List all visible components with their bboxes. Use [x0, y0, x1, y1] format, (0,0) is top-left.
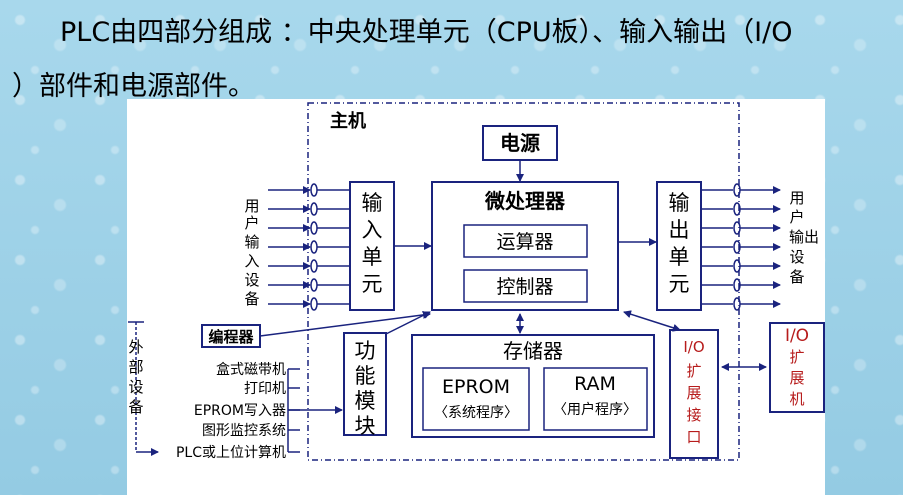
cpu-label: 微处理器	[484, 189, 566, 213]
controller-box	[463, 269, 588, 303]
user-input-char: 输	[244, 233, 259, 251]
input-lines	[268, 183, 349, 311]
function-module-char: 能	[355, 364, 376, 388]
ram-sub-label: 〈用户程序〉	[553, 401, 637, 418]
io-interface-char: 口	[686, 428, 701, 446]
heading-line-2: ）部件和电源部件。	[12, 71, 255, 102]
input-unit-char: 单	[362, 245, 383, 269]
function-module-char: 模	[355, 389, 376, 413]
peripheral-label: 图形监控系统	[202, 423, 286, 439]
io-ext-char: 机	[789, 390, 804, 408]
peripheral-label: EPROM写入器	[194, 403, 286, 419]
function-module-char: 功	[355, 339, 376, 363]
output-unit-char: 单	[669, 245, 690, 269]
io-ext-char: 展	[789, 369, 804, 387]
ram-box	[543, 367, 648, 431]
external-device-char: 设	[128, 378, 143, 396]
user-output-char: 户	[789, 208, 804, 226]
output-unit-char: 元	[669, 272, 690, 296]
user-input-char: 设	[244, 271, 259, 289]
alu-box	[463, 224, 588, 258]
peripheral-label: 盒式磁带机	[216, 361, 286, 378]
power-label: 电源	[500, 131, 540, 155]
external-device-char: 备	[128, 398, 143, 416]
host-boundary	[307, 102, 740, 461]
user-output-char: 用	[789, 189, 804, 207]
function-module-char: 块	[355, 414, 376, 438]
diagram-panel	[127, 99, 825, 495]
function-module-box	[343, 332, 387, 436]
memory-label: 存储器	[503, 339, 563, 363]
output-unit-box	[656, 181, 702, 311]
alu-label: 运算器	[496, 231, 553, 253]
peripheral-label: 打印机	[244, 380, 286, 397]
output-unit-char: 输	[669, 191, 690, 215]
ram-label: RAM	[574, 373, 616, 395]
user-output-char: 输出	[789, 228, 819, 246]
output-unit-char: 出	[669, 218, 690, 242]
user-input-char: 用	[244, 197, 259, 215]
user-input-char: 备	[244, 290, 259, 308]
io-interface-char: 展	[686, 384, 701, 402]
user-input-char: 入	[244, 252, 259, 270]
heading-line-1: PLC由四部分组成 ：中央处理单元（CPU板）、输入输出（I/O	[60, 17, 793, 48]
input-unit-char: 入	[362, 218, 383, 242]
cpu-box	[431, 181, 619, 311]
input-unit-char: 输	[362, 191, 383, 215]
peripheral-label: PLC或上位计算机	[176, 445, 286, 461]
user-output-char: 设	[789, 248, 804, 266]
external-device-char: 部	[128, 358, 143, 376]
io-interface-char: 扩	[686, 362, 701, 380]
programmer-label: 编程器	[208, 328, 254, 346]
input-unit-char: 元	[362, 272, 383, 296]
user-input-char: 户	[244, 214, 259, 232]
io-ext-char: I/O	[785, 326, 809, 346]
io-interface-char: I/O	[683, 338, 704, 356]
io-interface-box	[669, 329, 719, 459]
user-output-char: 备	[789, 268, 804, 286]
host-label: 主机	[330, 110, 366, 132]
io-ext-char: 扩	[789, 348, 804, 366]
eprom-sub-label: 〈系统程序〉	[434, 405, 518, 421]
output-lines	[701, 183, 781, 311]
eprom-box	[422, 367, 530, 431]
io-interface-char: 接	[686, 406, 701, 424]
memory-box	[411, 334, 655, 438]
controller-label: 控制器	[496, 276, 553, 298]
eprom-label: EPROM	[442, 376, 510, 398]
io-ext-box	[769, 322, 825, 413]
external-device-char: 外	[128, 338, 143, 356]
